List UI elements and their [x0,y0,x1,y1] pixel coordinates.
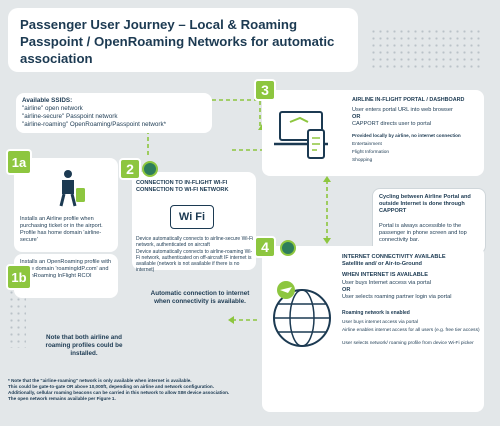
footnote: * Note that the "airline-roaming" networ… [8,378,258,402]
step-3-badge: 3 [254,79,276,101]
step-3-or: OR [352,114,361,120]
step-2-card [132,172,256,270]
wifi-sign-icon: Wi Fi [170,205,214,229]
footnote-line: This could be gate-to-gate OR above 10,0… [8,384,214,389]
step-2-p1: Device automatically connects to airline… [136,236,254,248]
footnote-line: Additionally, cellular roaming beacons c… [8,390,230,395]
step-4-roam-3: User selects network/ roaming profile fr… [342,341,474,346]
step-3-card [262,90,484,176]
step-1a-text: Installs an Airline profile when purchas… [20,216,103,243]
step-4-badge: 4 [254,236,276,258]
page-title: Passenger User Journey – Local & Roaming… [20,17,335,66]
step-2-badge: 2 [119,158,141,180]
step-3-heading: AIRLINE IN-FLIGHT PORTAL / DASHBOARD [352,97,465,103]
step-3-line1: User enters portal URL into web browser [352,107,453,113]
step-1b-text: Installs an OpenRoaming profile with hom… [20,259,112,279]
ssids-box: Available SSIDS: "airline" open network … [16,93,212,133]
traveler-icon [59,170,85,207]
step-1a-badge: 1a [6,149,32,175]
step-4-roam: Roaming network is enabled [342,310,410,316]
step-4-when: WHEN INTERNET IS AVAILABLE [342,272,428,278]
step-4-line1: User buys Internet access via portal [342,280,431,286]
step-3-list-item: Shopping [352,158,373,163]
cycling-heading: Cycling between Airline Portal and outsi… [379,194,471,214]
footnote-line: The open network remains available per F… [8,396,116,401]
globe-plane-icon [273,281,331,347]
ssid-item: "airline" open network [22,105,83,112]
step-4-line2: User selects roaming partner login via p… [342,294,452,300]
step-4-roam-2: Airline enables internet access for all … [342,328,480,333]
step-2-heading: CONNECTION TO IN-FLIGHT WI-FI [136,180,228,186]
dot-pattern [370,28,480,70]
footnote-line: * Note that the "airline-roaming" networ… [8,378,192,383]
step-3-list-item: Flight Information [352,150,390,155]
wifi-icon [142,161,158,177]
wifi-sign-label: Wi Fi [178,211,206,223]
note-both-profiles: Note that both airline and roaming profi… [45,334,123,357]
phone-laptop-icon [274,111,328,159]
step-3-provided: Provided locally by airline, no internet… [352,133,461,138]
ssids-heading: Available SSIDS: [22,97,73,104]
step-1a-card: Installs an Airline profile when purchas… [14,158,118,252]
step-2-p2: Device automatically connects to airline… [136,249,253,273]
step-1b-badge: 1b [6,264,32,290]
step-4-sub: Satellite and/ or Air-to-Ground [342,261,422,267]
step-2-subheading: CONNECTION TO WI-FI NETWORK [136,187,229,193]
step-4-or: OR [342,287,351,293]
step-4-roam-1: User buys internet access via portal [342,320,418,325]
step-4-card [262,246,484,412]
ssid-item: "airline-secure" Passpoint network [22,113,118,120]
satellite-icon [280,240,296,256]
cycling-box: Cycling between Airline Portal and outsi… [372,188,486,254]
step-3-list-item: Entertainment [352,142,382,147]
ssid-item: "airline-roaming" OpenRoaming/Passpoint … [22,121,167,128]
title-box: Passenger User Journey – Local & Roaming… [8,8,358,72]
auto-connect-note: Automatic connection to internet when co… [150,290,250,305]
step-3-line2: CAPPORT directs user to portal [352,121,432,127]
step-4-heading: INTERNET CONNECTIVITY AVAILABLE [342,254,446,260]
step-1b-card: Installs an OpenRoaming profile with hom… [14,254,118,298]
cycling-body: Portal is always accessible to the passe… [379,223,467,243]
